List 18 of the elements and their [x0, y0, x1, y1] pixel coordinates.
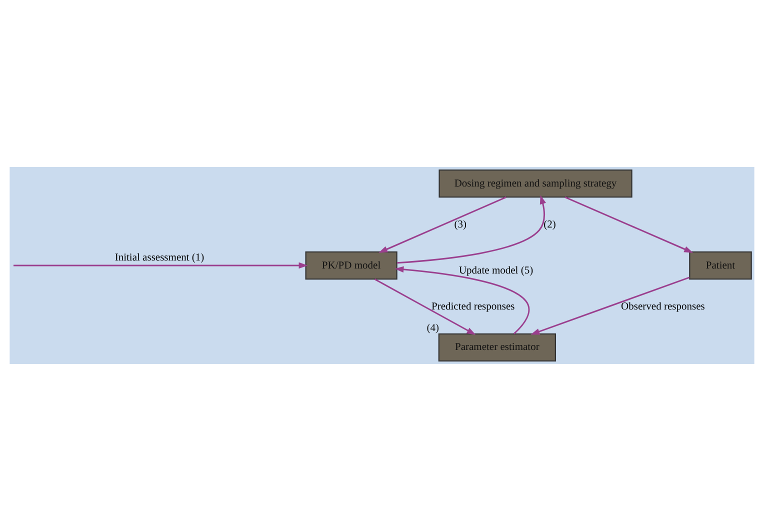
arrow: [394, 266, 530, 334]
edge-label: (2): [544, 219, 556, 230]
node-box: Parameter estimator: [438, 333, 556, 362]
edge-label: Observed responses: [621, 301, 705, 312]
edge-label: (3): [454, 219, 466, 230]
node-label: (4): [426, 323, 440, 334]
edge-label: Initial assessment (1): [114, 252, 204, 264]
arrow: [374, 278, 476, 335]
edge-label: Update model (5): [458, 266, 534, 277]
arrow: [14, 262, 308, 269]
node-box: PK/PD model: [305, 251, 398, 280]
node-box: Dosing regimen and sampling strategy: [438, 169, 632, 198]
arrow: [564, 196, 694, 253]
node-box: Patient: [689, 251, 752, 280]
arrow: [378, 196, 506, 253]
arrow: [530, 276, 690, 335]
arrow: [396, 195, 546, 264]
edge-label: Predicted responses: [432, 301, 515, 312]
